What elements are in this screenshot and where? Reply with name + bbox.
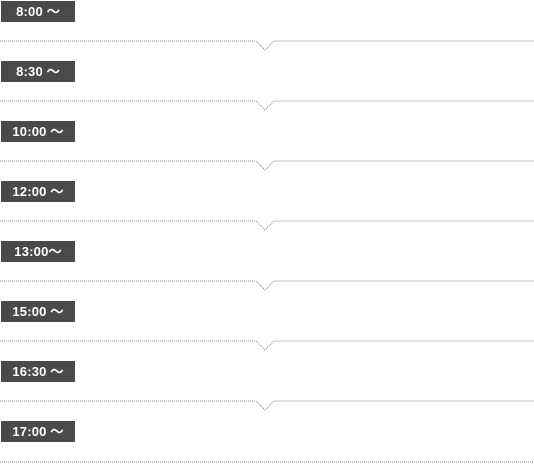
time-badge: 8:00 〜 [1, 1, 75, 22]
time-badge: 16:30 〜 [1, 361, 75, 382]
time-badge: 10:00 〜 [1, 121, 75, 142]
time-badge: 15:00 〜 [1, 301, 75, 322]
divider-chevron [0, 280, 534, 291]
time-badge: 12:00 〜 [1, 181, 75, 202]
divider-chevron [0, 400, 534, 411]
time-badge: 13:00〜 [1, 241, 75, 262]
divider-chevron [0, 100, 534, 111]
divider-line [0, 461, 534, 463]
divider-chevron [0, 40, 534, 51]
divider-chevron [0, 160, 534, 171]
time-badge: 17:00 〜 [1, 421, 75, 442]
divider-chevron [0, 220, 534, 231]
divider-chevron [0, 340, 534, 351]
time-badge: 8:30 〜 [1, 61, 75, 82]
